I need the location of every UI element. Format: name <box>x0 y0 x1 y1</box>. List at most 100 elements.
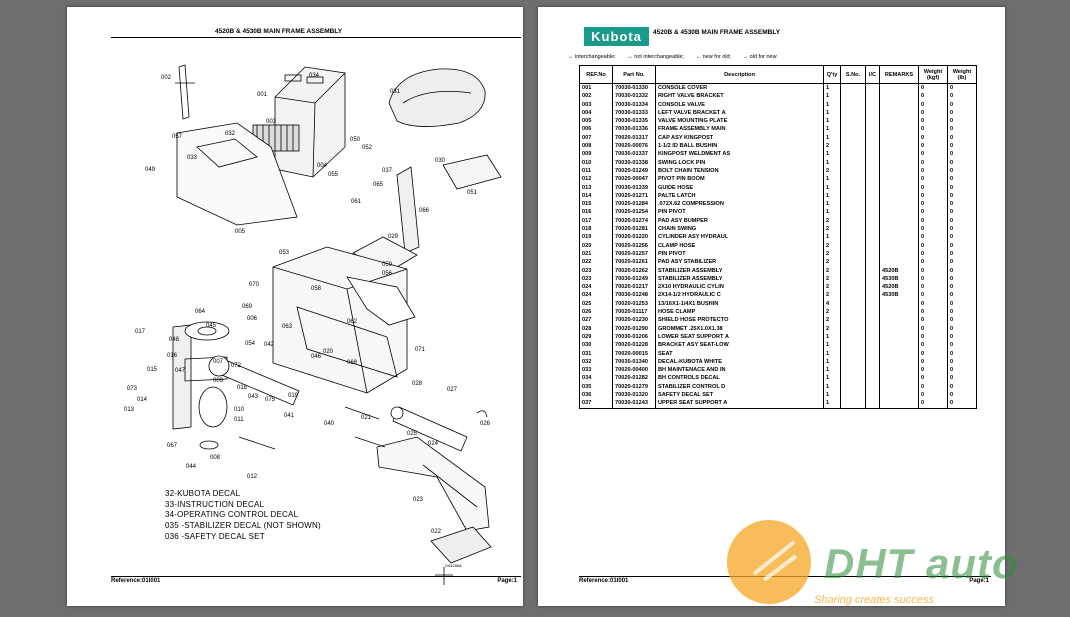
reference-label: Reference:01I001 <box>579 578 629 584</box>
table-cell: 70030-01339 <box>612 183 656 192</box>
table-cell <box>879 142 919 151</box>
table-cell: 0 <box>947 332 977 342</box>
table-cell: 1 <box>823 200 841 209</box>
table-cell <box>865 316 880 325</box>
table-cell: 70030-01337 <box>612 150 656 159</box>
table-cell <box>879 108 919 118</box>
table-cell: 0 <box>918 274 948 284</box>
callout-label: 014 <box>137 397 148 403</box>
table-cell <box>840 125 866 134</box>
table-cell: 034 <box>579 374 613 383</box>
table-cell <box>840 283 866 292</box>
table-cell: 0 <box>947 191 977 201</box>
callout-label: 072 <box>231 363 242 369</box>
table-cell: 2 <box>823 291 841 300</box>
table-cell: 70020-01230 <box>612 316 656 325</box>
table-cell <box>865 83 880 93</box>
table-cell: 70030-01336 <box>612 125 656 134</box>
table-cell: 1 <box>823 390 841 400</box>
table-cell: 035 <box>579 382 613 391</box>
table-cell: 4530B <box>879 274 919 284</box>
table-cell: 70030-01243 <box>612 399 656 409</box>
table-cell: 007 <box>579 133 613 143</box>
table-cell <box>865 249 880 259</box>
table-cell <box>865 258 880 267</box>
callout-label: 075 <box>265 397 276 403</box>
col-header: Q'ty <box>823 65 841 84</box>
table-cell <box>840 316 866 325</box>
col-header: Description <box>655 65 824 84</box>
table-cell: 002 <box>579 92 613 101</box>
callout-label: 016 <box>167 353 178 359</box>
callout-label: 062 <box>347 319 358 325</box>
table-cell: 0 <box>947 150 977 159</box>
table-cell <box>840 142 866 151</box>
table-cell: CONSOLE COVER <box>655 83 824 93</box>
table-cell: PAD ASY STABILIZER <box>655 258 824 267</box>
table-cell: 0 <box>947 241 977 250</box>
table-cell <box>879 166 919 176</box>
table-cell <box>865 183 880 192</box>
table-cell: 0 <box>947 233 977 242</box>
table-cell: 0 <box>918 92 948 101</box>
decal-note: 32-KUBOTA DECAL <box>165 489 241 498</box>
table-cell: 70030-01338 <box>612 158 656 167</box>
table-cell: 70020-01290 <box>612 324 656 333</box>
table-cell <box>840 324 866 333</box>
table-cell: 70020-01257 <box>612 249 656 259</box>
callout-label: 024 <box>428 441 439 447</box>
table-cell <box>840 349 866 358</box>
table-cell: 026 <box>579 308 613 317</box>
table-cell <box>865 299 880 309</box>
callout-label: 006 <box>247 316 258 322</box>
table-cell <box>879 308 919 317</box>
table-cell: 70020-01279 <box>612 382 656 391</box>
table-cell: 024 <box>579 291 613 300</box>
table-cell <box>865 374 880 383</box>
table-cell: 70020-01317 <box>612 133 656 143</box>
table-cell: 023 <box>579 274 613 284</box>
table-cell <box>840 108 866 118</box>
table-cell: 4530B <box>879 291 919 300</box>
table-cell <box>865 324 880 333</box>
table-cell: 009 <box>579 150 613 159</box>
table-cell: 0 <box>947 216 977 226</box>
callout-label: 057 <box>172 134 183 140</box>
table-cell: SAFETY DECAL SET <box>655 390 824 400</box>
table-cell <box>879 233 919 242</box>
table-cell: 028 <box>579 324 613 333</box>
table-cell: 0 <box>947 133 977 143</box>
table-cell: CAP ASY KINGPOST <box>655 133 824 143</box>
callout-label: 066 <box>419 208 430 214</box>
table-cell <box>865 216 880 226</box>
table-cell: FRAME ASSEMBLY MAIN <box>655 125 824 134</box>
callout-label: 007 <box>213 359 224 365</box>
table-cell: 008 <box>579 142 613 151</box>
table-cell: 70020-01274 <box>612 216 656 226</box>
callout-label: 003 <box>266 119 277 125</box>
table-cell: 0 <box>918 283 948 292</box>
callout-label: 063 <box>282 324 293 330</box>
table-cell: 1 <box>823 357 841 367</box>
table-cell: SWING LOCK PIN <box>655 158 824 167</box>
table-cell: 0 <box>918 399 948 409</box>
table-cell: 70020-01249 <box>612 166 656 176</box>
table-cell: 70020-00015 <box>612 349 656 358</box>
table-cell: 0 <box>918 133 948 143</box>
callout-label: 050 <box>350 137 361 143</box>
table-cell <box>840 266 866 275</box>
table-cell: 0 <box>947 117 977 126</box>
table-cell <box>879 117 919 126</box>
table-cell <box>879 175 919 184</box>
table-cell <box>840 374 866 383</box>
legend-item: ↔ interchangeable; <box>568 54 616 60</box>
table-cell: 014 <box>579 191 613 201</box>
table-header: REF.No Part No. Description Q'ty S.No. I… <box>579 65 977 84</box>
